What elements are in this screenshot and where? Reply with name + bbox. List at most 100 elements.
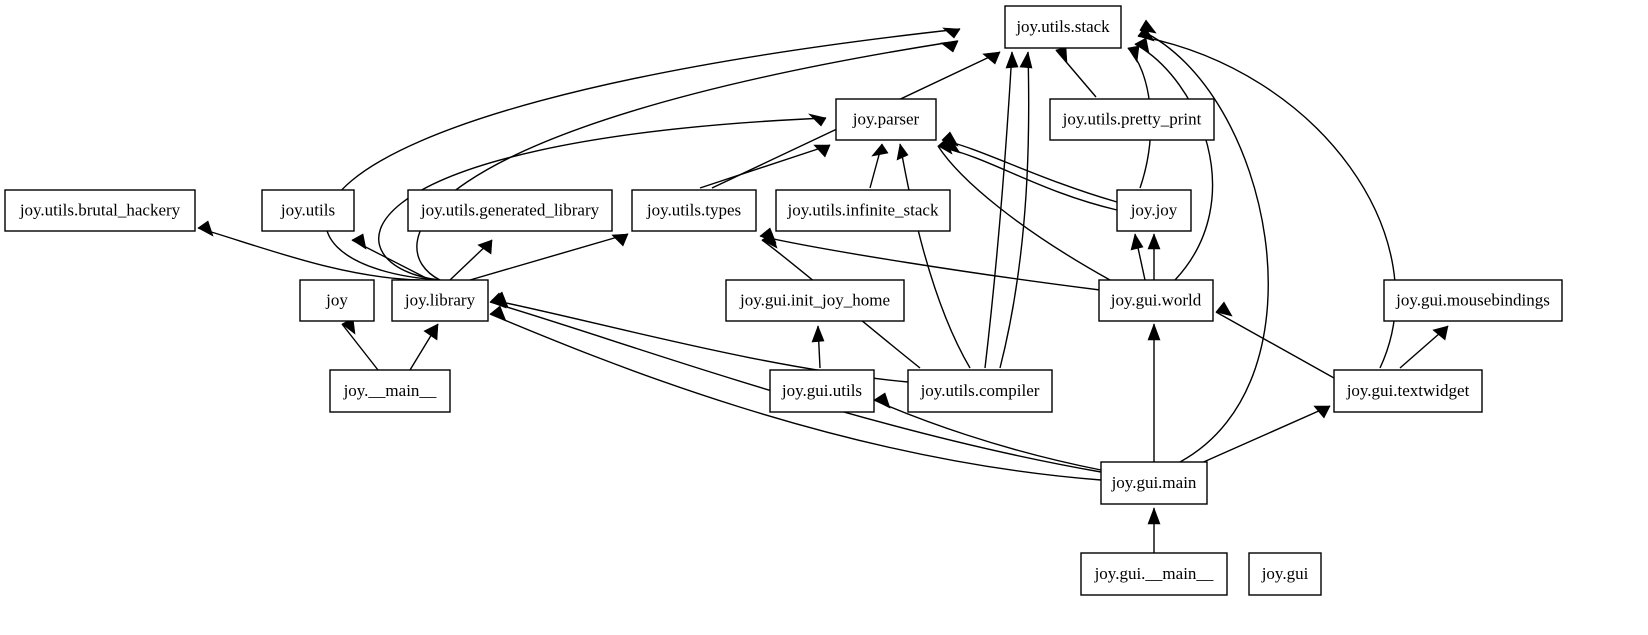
arrowhead-icon [1137,26,1155,42]
node-rect[interactable] [4,189,196,232]
node-joy.gui.main[interactable]: joy.gui.main [1100,461,1208,505]
node-joy.__main__[interactable]: joy.__main__ [329,369,451,413]
edge-line [943,147,1118,211]
node-joy.utils.generated_library[interactable]: joy.utils.generated_library [407,189,613,232]
node-joy[interactable]: joy [299,279,375,322]
edge-joy.library-to-joy.utils.brutal_hackery [197,220,421,281]
arrowhead-icon [351,233,367,250]
edge-line [699,144,831,189]
node-label: joy.utils.generated_library [420,200,600,219]
edge-joy.gui.textwidget-to-joy.gui.world [1215,301,1335,379]
edge-line [469,233,629,281]
edge-joy.__main__-to-joy.library [409,323,439,371]
node-joy.utils.stack[interactable]: joy.utils.stack [1004,5,1122,49]
nodes-layer: joy.utils.stack joy.parser joy.utils.prett… [4,5,1563,596]
edge-joy.library-to-joy.utils [351,233,431,281]
node-joy.gui.world[interactable]: joy.gui.world [1098,279,1214,322]
arrowhead-icon [1147,323,1161,341]
node-joy.gui.__main__[interactable]: joy.gui.__main__ [1080,552,1228,596]
arrowhead-icon [1005,51,1019,69]
node-joy.gui.utils[interactable]: joy.gui.utils [769,369,875,413]
node-rect[interactable] [1333,369,1483,413]
node-rect[interactable] [835,98,937,141]
node-joy.utils.types[interactable]: joy.utils.types [631,189,757,232]
node-joy.gui.textwidget[interactable]: joy.gui.textwidget [1333,369,1483,413]
node-joy.utils.infinite_stack[interactable]: joy.utils.infinite_stack [775,189,951,232]
edge-joy.gui.main-to-joy.gui.utils [873,392,1102,471]
node-joy.joy[interactable]: joy.joy [1116,189,1192,232]
edge-joy.utils.infinite_stack-to-joy.parser [869,143,889,189]
node-joy.gui[interactable]: joy.gui [1248,552,1322,596]
node-rect[interactable] [775,189,951,232]
node-rect[interactable] [1004,5,1122,49]
edge-line [1134,43,1214,281]
edge-joy.gui.main-to-joy.library [489,292,1102,473]
edge-joy.joy-to-joy.parser [943,138,1118,211]
node-joy.library[interactable]: joy.library [391,279,489,322]
edge-joy.library-to-joy.utils.stack [416,40,959,281]
edge-joy.gui.main-to-joy.utils.stack [1139,19,1269,463]
edge-joy.gui.__main__-to-joy.gui.main [1147,507,1161,553]
node-label: joy.library [404,290,476,309]
node-rect[interactable] [407,189,613,232]
arrowhead-icon [489,292,507,309]
node-rect[interactable] [299,279,375,322]
edge-joy.gui.main-to-joy.gui.textwidget [1189,405,1331,469]
arrowhead-icon [871,143,889,157]
node-joy.utils.compiler[interactable]: joy.utils.compiler [907,369,1053,413]
arrowhead-icon [1313,405,1331,419]
edge-line [378,117,827,281]
node-joy.utils.pretty_print[interactable]: joy.utils.pretty_print [1049,98,1215,141]
node-label: joy.utils.brutal_hackery [19,200,181,219]
node-joy.gui.init_joy_home[interactable]: joy.gui.init_joy_home [725,279,905,322]
edge-joy.library-to-joy.utils.stack [325,27,961,281]
node-joy.parser[interactable]: joy.parser [835,98,937,141]
node-rect[interactable] [907,369,1053,413]
node-label: joy.gui.mousebindings [1395,290,1550,309]
node-rect[interactable] [1080,552,1228,596]
arrowhead-icon [477,239,493,255]
arrowhead-icon [873,392,891,409]
edge-joy.library-to-joy.parser [378,113,827,281]
node-label: joy.__main__ [343,381,437,400]
node-rect[interactable] [725,279,905,322]
node-joy.gui.mousebindings[interactable]: joy.gui.mousebindings [1383,279,1563,322]
edge-line [416,40,959,281]
node-rect[interactable] [631,189,757,232]
node-rect[interactable] [261,189,355,232]
edge-joy.utils.pretty_print-to-joy.utils.stack [1055,46,1097,98]
node-rect[interactable] [769,369,875,413]
arrowhead-icon [197,220,214,237]
node-rect[interactable] [329,369,451,413]
arrowhead-icon [811,325,825,343]
node-rect[interactable] [1116,189,1192,232]
node-rect[interactable] [391,279,489,322]
edge-joy.__main__-to-joy [341,317,379,371]
node-joy.utils[interactable]: joy.utils [261,189,355,232]
edge-joy.utils.compiler-to-joy.utils.stack [999,51,1033,369]
node-rect[interactable] [1049,98,1215,141]
node-rect[interactable] [1098,279,1214,322]
node-rect[interactable] [1100,461,1208,505]
arrowhead-icon [1127,45,1140,63]
node-rect[interactable] [1248,552,1322,596]
arrowhead-icon [761,232,778,249]
node-rect[interactable] [1383,279,1563,322]
node-joy.utils.brutal_hackery[interactable]: joy.utils.brutal_hackery [4,189,196,232]
node-label: joy.gui [1261,564,1309,583]
edge-line [489,313,1102,481]
edge-line [489,301,1102,473]
edge-line [999,51,1030,369]
node-label: joy.utils.pretty_print [1062,109,1202,128]
arrowhead-icon [1019,51,1033,69]
edge-joy.gui.world-to-joy.utils.stack [1134,37,1214,281]
edge-line [941,139,1118,203]
arrowhead-icon [423,323,439,341]
edge-joy.gui.world-to-joy.parser [937,138,1111,281]
edge-line [325,28,961,281]
arrowhead-icon [813,144,831,158]
node-label: joy.joy [1130,200,1178,219]
arrowhead-icon [808,113,827,127]
